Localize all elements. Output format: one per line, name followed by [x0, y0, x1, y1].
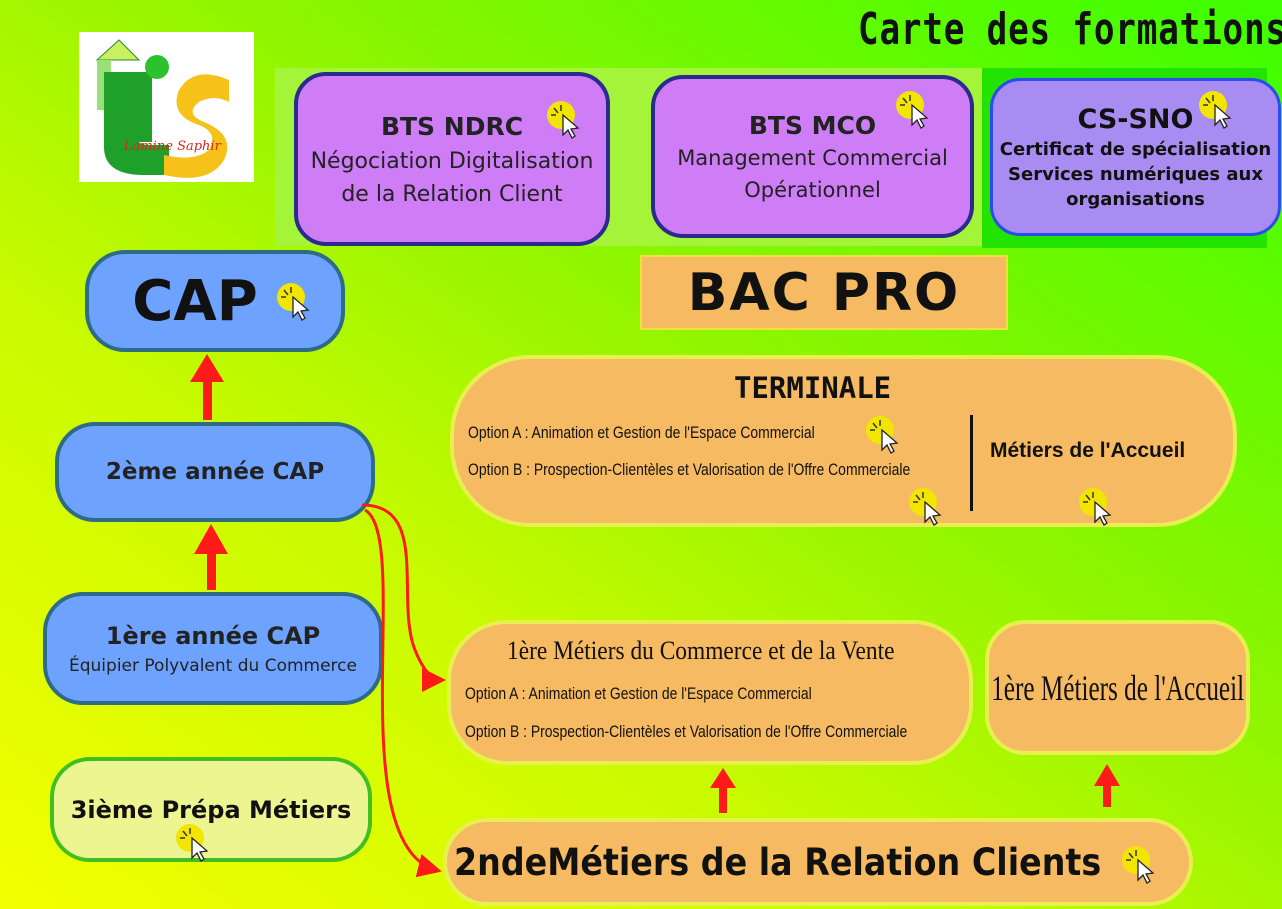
seconde-label: 2ndeMétiers de la Relation Clients — [454, 840, 1102, 884]
page-title: Carte des formations — [858, 4, 1282, 55]
click-cursor-icon — [1198, 90, 1232, 129]
bts-mco-line2: Opérationnel — [744, 178, 881, 202]
cs-sno-title: CS-SNO — [1077, 104, 1194, 135]
premiere-mcv-title: 1ère Métiers du Commerce et de la Vente — [507, 636, 895, 665]
bts-ndrc-line1: Négociation Digitalisation — [310, 148, 594, 174]
bts-mco-line1: Management Commercial — [677, 146, 948, 170]
click-cursor-icon — [865, 415, 899, 454]
cs-sno-line1: Certificat de spécialisation — [999, 139, 1272, 160]
cap-year1-label: 1ère année CAP — [105, 621, 321, 650]
click-cursor-icon — [175, 823, 209, 862]
cap-title: CAP — [132, 268, 258, 334]
premiere-mcv-box[interactable]: 1ère Métiers du Commerce et de la Vente … — [447, 620, 973, 765]
arrow-up-year2 — [194, 524, 228, 590]
cap-year2-label: 2ème année CAP — [105, 459, 325, 485]
arrow-up-premiere — [710, 768, 736, 813]
arrow-curve-to-seconde — [364, 508, 442, 878]
bacpro-title: BAC PRO — [687, 262, 961, 323]
cap-year1-sub: Équipier Polyvalent du Commerce — [69, 655, 357, 676]
cap-year1-box[interactable]: 1ère année CAP Équipier Polyvalent du Co… — [43, 592, 383, 705]
bacpro-header: BAC PRO — [640, 255, 1008, 330]
click-cursor-icon — [908, 487, 942, 526]
cs-sno-box[interactable]: CS-SNO Certificat de spécialisation Serv… — [990, 78, 1281, 236]
premiere-mcv-option-a: Option A : Animation et Gestion de l'Esp… — [465, 684, 812, 703]
premiere-mcv-option-b: Option B : Prospection-Clientèles et Val… — [465, 722, 908, 741]
click-cursor-icon — [546, 100, 580, 139]
arrow-up-cap — [190, 354, 224, 420]
prepa-label: 3ième Prépa Métiers — [70, 795, 352, 824]
terminale-option-b: Option B : Prospection-Clientèles et Val… — [468, 460, 911, 479]
bts-mco-title: BTS MCO — [748, 111, 877, 140]
bts-ndrc-box[interactable]: BTS NDRC Négociation Digitalisation de l… — [294, 72, 610, 246]
terminale-title: TERMINALE — [734, 371, 892, 405]
cs-sno-line3: organisations — [1066, 189, 1205, 210]
arrow-curve-to-premiere — [361, 503, 446, 692]
terminale-option-a: Option A : Animation et Gestion de l'Esp… — [468, 423, 815, 442]
premiere-accueil-box[interactable]: 1ère Métiers de l'Accueil — [985, 620, 1250, 755]
school-logo: Lamine Saphir — [79, 32, 254, 182]
bts-ndrc-line2: de la Relation Client — [341, 181, 563, 207]
click-cursor-icon — [276, 282, 310, 321]
prepa-box[interactable]: 3ième Prépa Métiers — [50, 757, 372, 862]
click-cursor-icon — [1121, 845, 1155, 884]
cs-sno-line2: Services numériques aux — [1008, 164, 1263, 185]
seconde-box[interactable]: 2ndeMétiers de la Relation Clients — [443, 818, 1193, 906]
logo-text: Lamine Saphir — [123, 139, 222, 154]
click-cursor-icon — [895, 90, 929, 129]
cap-year2-box[interactable]: 2ème année CAP — [55, 422, 375, 522]
divider — [970, 415, 973, 511]
click-cursor-icon — [1078, 487, 1112, 526]
terminale-accueil: Métiers de l'Accueil — [990, 439, 1186, 462]
premiere-accueil-label: 1ère Métiers de l'Accueil — [991, 667, 1244, 708]
terminale-box[interactable]: TERMINALE Option A : Animation et Gestio… — [450, 355, 1237, 527]
bts-ndrc-title: BTS NDRC — [380, 111, 524, 141]
arrow-up-accueil — [1094, 764, 1120, 807]
